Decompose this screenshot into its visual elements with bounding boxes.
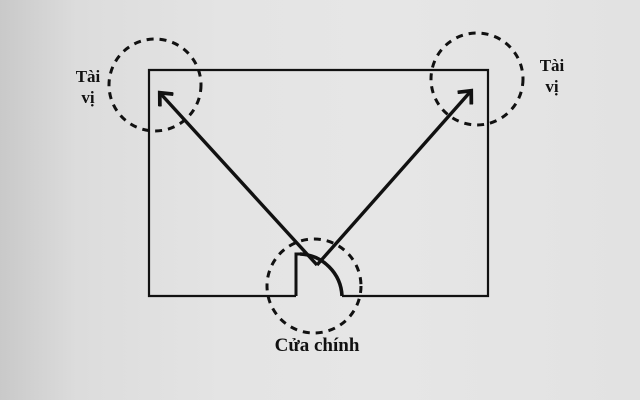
left-altar-label-line1: Tài (75, 67, 101, 86)
right-altar-label: Tài vị (530, 55, 574, 98)
left-altar-circle (107, 37, 203, 133)
room-outline (147, 68, 490, 298)
right-altar-circle (429, 31, 525, 127)
main-door-label-text: Cửa chính (274, 335, 360, 356)
door-jamb (294, 252, 302, 296)
right-altar-label-line1: Tài (539, 56, 565, 75)
right-altar-label-line2: vị (545, 77, 559, 97)
arrow-to-left-altar (160, 93, 319, 267)
main-door-label: Cửa chính (250, 334, 384, 358)
main-door-circle (265, 237, 363, 335)
arrow-to-right-altar (315, 91, 471, 267)
left-altar-label: Tài vị (66, 66, 110, 109)
left-altar-label-line2: vị (81, 88, 95, 108)
